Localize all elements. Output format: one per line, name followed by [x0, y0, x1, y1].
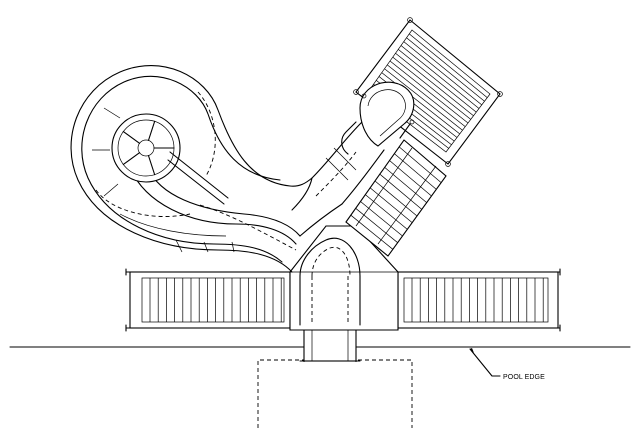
right-walkway — [393, 268, 561, 332]
left-walkway — [125, 268, 295, 332]
pool-edge-label: POOL EDGE — [503, 374, 545, 381]
spiral-slide — [70, 65, 313, 273]
pool-edge-callout: POOL EDGE — [469, 348, 545, 381]
tower-stair — [345, 139, 447, 257]
tower-top-platform — [353, 17, 503, 167]
slide-entry-hood — [341, 81, 415, 155]
slide-exit-runout — [299, 324, 361, 362]
flume-tube — [291, 121, 385, 326]
spiral-hub — [111, 113, 181, 183]
central-platform — [289, 225, 399, 331]
